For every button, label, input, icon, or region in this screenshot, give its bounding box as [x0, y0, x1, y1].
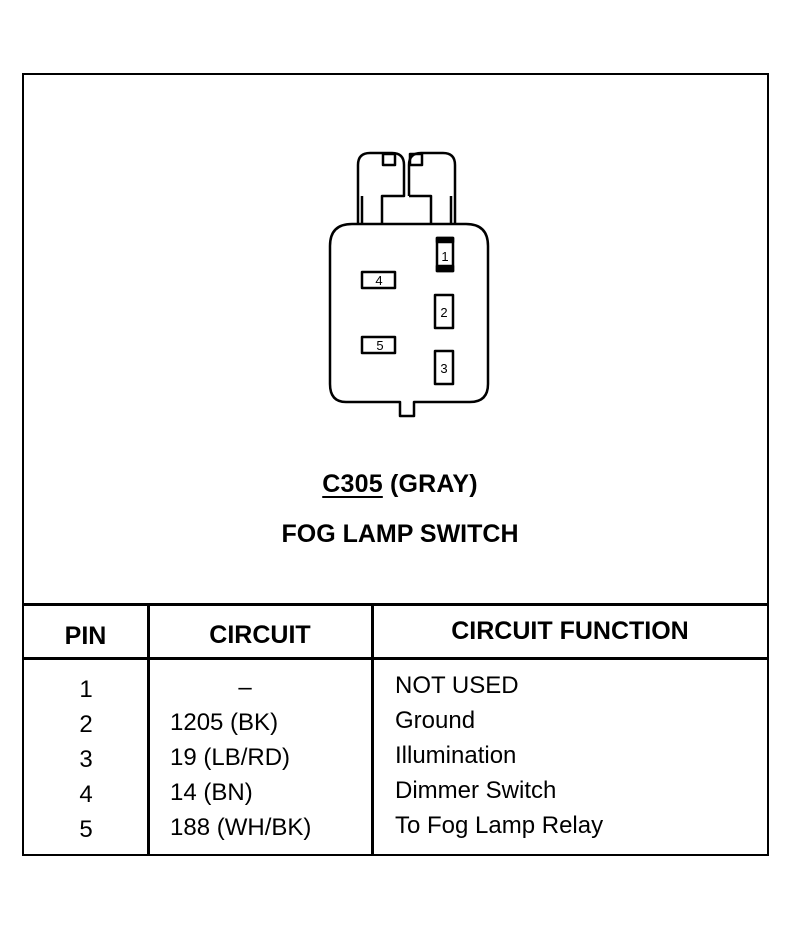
connector-id: C305 (GRAY): [0, 470, 800, 499]
cavity-1-label: 1: [441, 249, 448, 264]
left-latch-square: [381, 152, 397, 167]
header-circuit: CIRCUIT: [209, 621, 311, 649]
connector-name: FOG LAMP SWITCH: [281, 520, 519, 548]
cavity-2-label: 2: [440, 305, 447, 320]
row-5-circuit: 188 (WH/BK): [170, 814, 312, 841]
cavity-3-label: 3: [440, 361, 447, 376]
diagram-frame: [22, 73, 769, 856]
header-pin: PIN: [64, 622, 107, 650]
row-1-pin: 1: [79, 676, 93, 703]
left-latch-tab: [356, 151, 406, 224]
row-3-function: Illumination: [395, 742, 517, 769]
table-column-divider-1: [147, 603, 150, 856]
cavity-4: [360, 270, 397, 290]
row-1-circuit: –: [238, 674, 252, 701]
row-2-pin: 2: [79, 711, 93, 738]
row-5-pin: 5: [79, 816, 93, 843]
table-column-divider-2: [371, 603, 374, 856]
row-3-pin: 3: [79, 746, 93, 773]
row-2-circuit: 1205 (BK): [170, 709, 279, 736]
cavity-5: [360, 335, 397, 355]
right-latch-square: [408, 152, 424, 167]
row-2-function: Ground: [395, 707, 476, 734]
header-circuit-function: CIRCUIT FUNCTION: [451, 617, 689, 645]
row-4-pin: 4: [79, 781, 93, 808]
row-5-function: To Fog Lamp Relay: [395, 812, 604, 839]
table-header-divider: [22, 657, 769, 660]
cavity-5-label: 5: [376, 338, 383, 353]
row-4-function: Dimmer Switch: [395, 777, 557, 804]
row-3-circuit: 19 (LB/RD): [170, 744, 291, 771]
table-top-border: [22, 603, 769, 606]
cavity-2: [433, 293, 455, 330]
connector-color: (GRAY): [389, 470, 478, 498]
row-4-circuit: 14 (BN): [170, 779, 253, 806]
row-1-function: NOT USED: [395, 672, 519, 699]
cavity-3: [433, 349, 455, 386]
cavity-4-label: 4: [375, 273, 382, 288]
connector-code: C305: [322, 470, 383, 498]
connector-body: [328, 222, 490, 418]
